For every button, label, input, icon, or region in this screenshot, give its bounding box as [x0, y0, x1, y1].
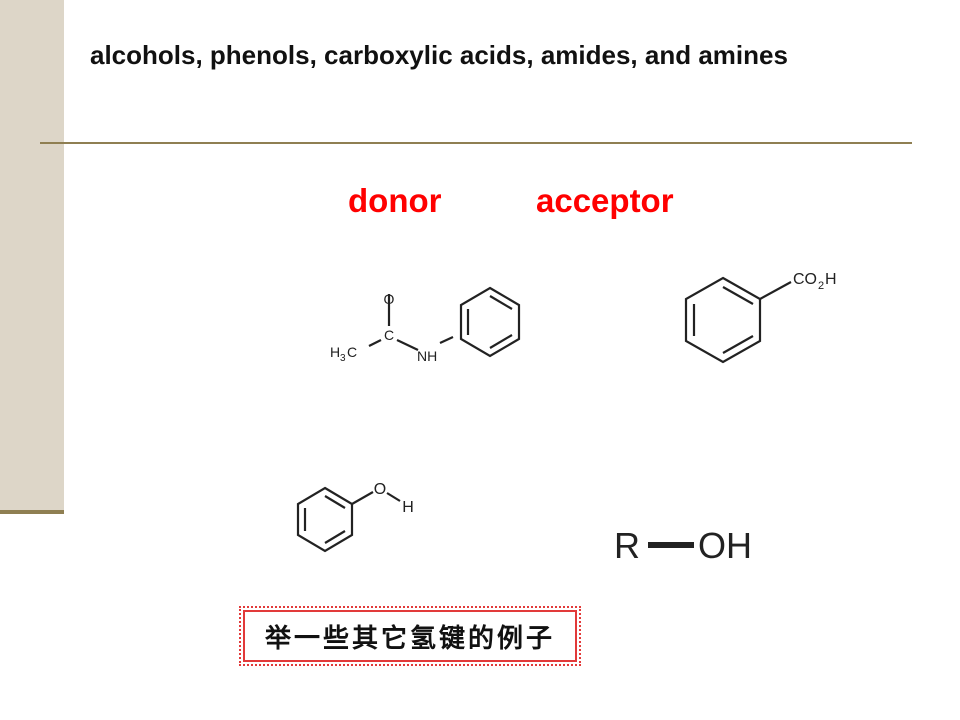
methyl-h-label: H	[330, 344, 340, 360]
alcohol-r-label: R	[614, 525, 640, 566]
methyl-c-label: C	[347, 344, 357, 360]
note-callout: 举一些其它氢键的例子	[239, 606, 581, 666]
benzoic-acid-structure: CO 2 H	[684, 271, 837, 364]
alcohol-structure: R OH	[614, 525, 752, 566]
carboxyl-h-label: H	[825, 271, 837, 288]
phenol-structure: O H	[296, 481, 414, 553]
carboxyl-co-label: CO	[793, 271, 817, 288]
hydroxyl-h-label: H	[402, 499, 414, 516]
sidebar-decoration	[0, 0, 64, 512]
sidebar-base-line	[0, 510, 64, 514]
carboxyl-subscript: 2	[818, 280, 824, 292]
slide-title: alcohols, phenols, carboxylic acids, ami…	[90, 40, 788, 70]
acceptor-label: acceptor	[536, 182, 674, 219]
carbonyl-oxygen-label: O	[384, 291, 395, 307]
alcohol-oh-label: OH	[698, 525, 752, 566]
donor-label: donor	[348, 182, 442, 219]
hydroxyl-oxygen-label: O	[374, 481, 386, 498]
title-divider	[40, 142, 912, 144]
note-text: 举一些其它氢键的例子	[264, 623, 555, 654]
acetanilide-structure: O C H 3 C NH	[330, 286, 521, 364]
carbonyl-carbon-label: C	[384, 327, 394, 343]
methyl-subscript: 3	[340, 353, 346, 364]
amine-nh-label: NH	[417, 348, 437, 364]
